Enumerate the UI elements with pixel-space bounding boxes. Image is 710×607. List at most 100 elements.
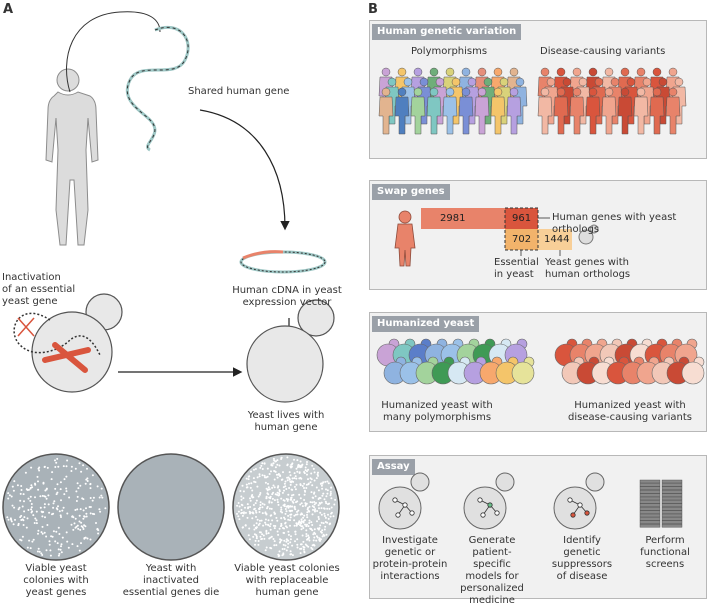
colony-dot	[45, 487, 48, 490]
disease-crowd	[537, 67, 687, 135]
colony-dot	[296, 538, 299, 541]
colony-dot	[258, 522, 261, 525]
colony-dot	[255, 499, 258, 502]
colony-dot	[273, 499, 276, 502]
person-figure	[467, 77, 477, 87]
colony-dot	[7, 492, 10, 495]
value-961: 961	[512, 213, 532, 224]
colony-dot	[303, 471, 306, 473]
colony-dot	[57, 554, 60, 557]
colony-dot	[66, 459, 69, 462]
colony-dot	[273, 544, 276, 547]
person-figure	[617, 96, 633, 135]
colony-dot	[307, 534, 310, 537]
colony-dot	[273, 478, 276, 481]
colony-dot	[262, 524, 265, 527]
colony-dot	[266, 489, 269, 492]
colony-dot	[66, 540, 69, 543]
person-figure	[429, 87, 439, 97]
assay-yeast-2	[463, 472, 515, 530]
colony-dot	[319, 482, 322, 485]
colony-dot	[246, 516, 249, 519]
colony-dot	[38, 469, 41, 472]
colony-dot	[288, 471, 291, 474]
colony-dot	[295, 483, 298, 486]
assay-item-3: Identify genetic suppressors of disease	[551, 535, 613, 582]
colony-dot	[283, 505, 286, 508]
colony-dot	[68, 496, 71, 499]
colony-dot	[278, 492, 281, 495]
colony-dot	[46, 524, 49, 526]
person-figure	[483, 77, 493, 87]
person-figure	[601, 96, 617, 135]
colony-dot	[30, 511, 33, 514]
colony-dot	[283, 482, 286, 485]
colony-dot	[249, 506, 252, 508]
colony-dot	[45, 549, 48, 552]
colony-dot	[255, 515, 257, 518]
colony-dot	[10, 520, 13, 523]
colony-dot	[241, 526, 244, 529]
colony-dot	[313, 528, 316, 531]
colony-dot	[310, 546, 313, 549]
colony-dot	[324, 525, 327, 528]
colony-dot	[323, 498, 326, 501]
colony-dot	[298, 472, 301, 474]
colony-dot	[304, 502, 307, 505]
colony-dot	[312, 533, 315, 536]
person-figure	[556, 67, 566, 77]
colony-dot	[35, 522, 38, 525]
person-figure	[610, 77, 620, 87]
colony-dot	[293, 514, 296, 517]
colony-dot	[311, 524, 314, 526]
screen-plate	[661, 496, 683, 501]
colony-dot	[276, 459, 279, 462]
colony-dot	[286, 476, 289, 479]
colony-dot	[293, 505, 296, 508]
colony-dot	[310, 478, 313, 481]
colony-dot	[307, 468, 310, 471]
colony-dot	[70, 523, 73, 526]
colony-dot	[89, 538, 92, 541]
colony-dot	[280, 517, 283, 520]
colony-dot	[20, 539, 23, 542]
colony-dot	[34, 482, 36, 485]
screen-plate	[661, 507, 683, 511]
colony-dot	[303, 499, 306, 501]
colony-dot	[91, 512, 94, 515]
colony-dot	[308, 510, 311, 513]
screen-plate	[661, 500, 683, 504]
colony-dot	[293, 519, 296, 522]
colony-dot	[298, 477, 301, 480]
colony-dot	[72, 528, 75, 531]
colony-dot	[294, 533, 297, 536]
person-figure	[477, 67, 487, 77]
colony-dot	[308, 505, 311, 508]
colony-dot	[22, 524, 25, 526]
colony-dot	[321, 535, 324, 538]
colony-dot	[29, 547, 32, 550]
colony-dot	[20, 485, 23, 487]
colony-dot	[70, 470, 73, 472]
bar-human-genes	[421, 208, 505, 229]
colony-dot	[48, 543, 51, 546]
colony-dot	[50, 535, 53, 538]
colony-dot	[253, 507, 256, 510]
colony-dot	[273, 486, 276, 489]
colony-dot	[76, 482, 79, 485]
colony-dot	[277, 503, 280, 506]
colony-dot	[315, 539, 318, 542]
colony-dot	[295, 501, 297, 504]
colony-dot	[323, 515, 326, 517]
colony-dot	[284, 485, 287, 488]
colony-dot	[272, 484, 275, 487]
person-figure	[588, 67, 598, 77]
colony-dot	[66, 512, 69, 515]
colony-dot	[269, 523, 272, 525]
colony-dot	[61, 509, 64, 512]
colony-dot	[50, 478, 53, 481]
colony-dot	[314, 532, 317, 535]
screen-plate	[661, 510, 683, 514]
person-figure	[537, 96, 553, 135]
label-dish-2: Yeast with inactivated essential genes d…	[122, 563, 220, 598]
